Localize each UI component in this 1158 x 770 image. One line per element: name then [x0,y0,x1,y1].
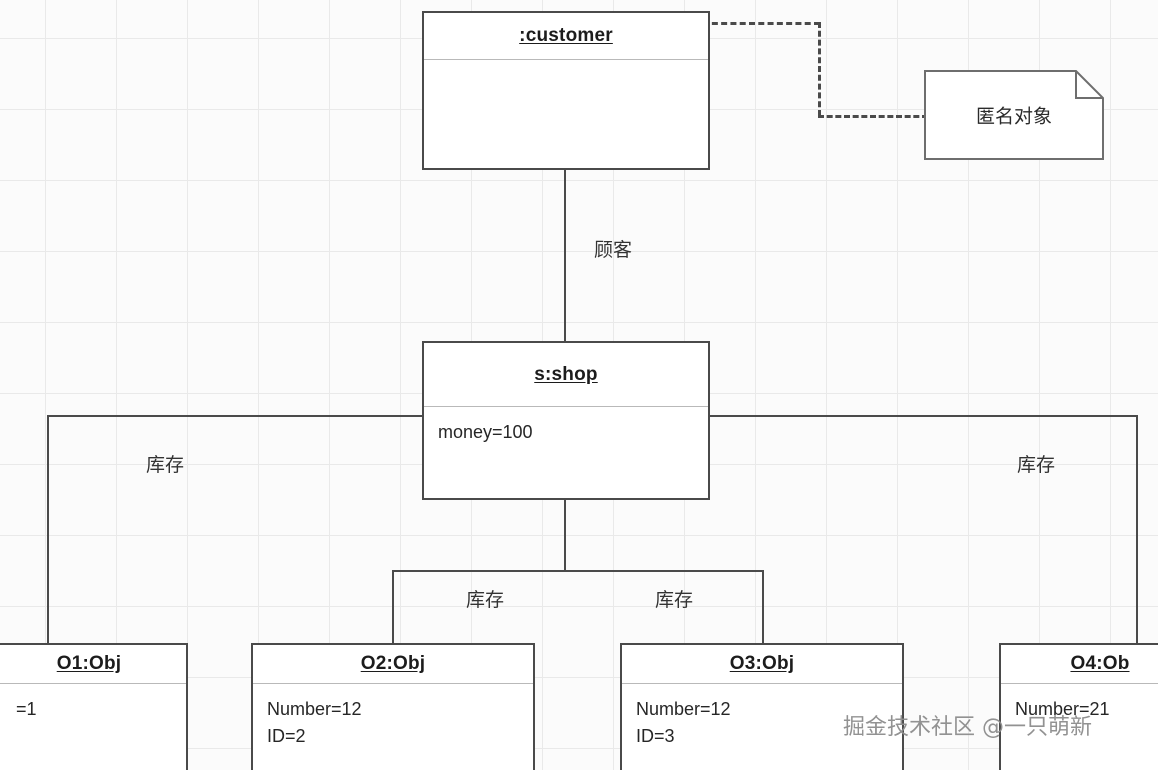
edge-shop-inner-stub [564,499,566,571]
object-title-o3: O3:Obj [729,653,795,674]
object-title-customer: :customer [519,25,613,46]
object-header-customer: :customer [424,13,708,60]
object-body-shop: money=100 [424,407,708,446]
object-attribute: Number=21 [1015,699,1110,719]
object-body-o2: Number=12 ID=2 [253,684,533,750]
object-node-o2[interactable]: O2:Obj Number=12 ID=2 [251,643,535,770]
object-header-o3: O3:Obj [622,645,902,684]
edge-shop-o1-horizontal [47,415,423,417]
object-title-o2: O2:Obj [360,653,426,674]
object-attribute: ID=3 [636,726,675,746]
object-node-o1[interactable]: O1:Obj =1 [0,643,188,770]
object-attribute: Number=12 [636,699,731,719]
object-node-customer[interactable]: :customer [422,11,710,170]
object-attribute: ID=2 [267,726,306,746]
edge-shop-o2-drop [392,570,394,644]
object-attribute: money=100 [438,422,533,442]
edge-customer-shop [564,170,566,343]
object-header-o2: O2:Obj [253,645,533,684]
edge-inner-branch-bar [392,570,764,572]
object-attribute: =1 [16,699,37,719]
object-node-shop[interactable]: s:shop money=100 [422,341,710,500]
edge-label-shop-o1: 库存 [146,455,185,476]
edge-note-dashed-top [684,22,820,25]
object-body-customer [424,60,708,72]
edge-label-shop-o2: 库存 [466,590,505,611]
edge-label-shop-o4: 库存 [1017,455,1056,476]
note-anonymous-object[interactable]: 匿名对象 [924,70,1104,160]
object-node-o3[interactable]: O3:Obj Number=12 ID=3 [620,643,904,770]
object-header-o1: O1:Obj [0,645,186,684]
edge-shop-o1-drop [47,415,49,644]
object-title-o4: O4:Ob [1070,653,1130,674]
object-body-o3: Number=12 ID=3 [622,684,902,750]
edge-shop-o4-drop [1136,415,1138,644]
object-title-shop: s:shop [534,363,598,385]
edge-shop-o4-horizontal [708,415,1137,417]
edge-note-dashed-bottom [818,115,928,118]
edge-label-shop-o3: 库存 [655,590,694,611]
edge-label-customer-shop: 顾客 [594,240,633,261]
note-shape-icon [924,70,1104,160]
object-header-shop: s:shop [424,343,708,407]
object-title-o1: O1:Obj [56,653,122,674]
object-node-o4[interactable]: O4:Ob Number=21 [999,643,1158,770]
object-header-o4: O4:Ob [1001,645,1158,684]
watermark-text: 掘金技术社区 @一只萌新 [843,715,1092,740]
object-body-o1: =1 [0,684,186,723]
object-attribute: Number=12 [267,699,362,719]
edge-note-dashed-middle [818,22,821,116]
edge-shop-o3-drop [762,570,764,644]
object-body-o4: Number=21 [1001,684,1158,723]
